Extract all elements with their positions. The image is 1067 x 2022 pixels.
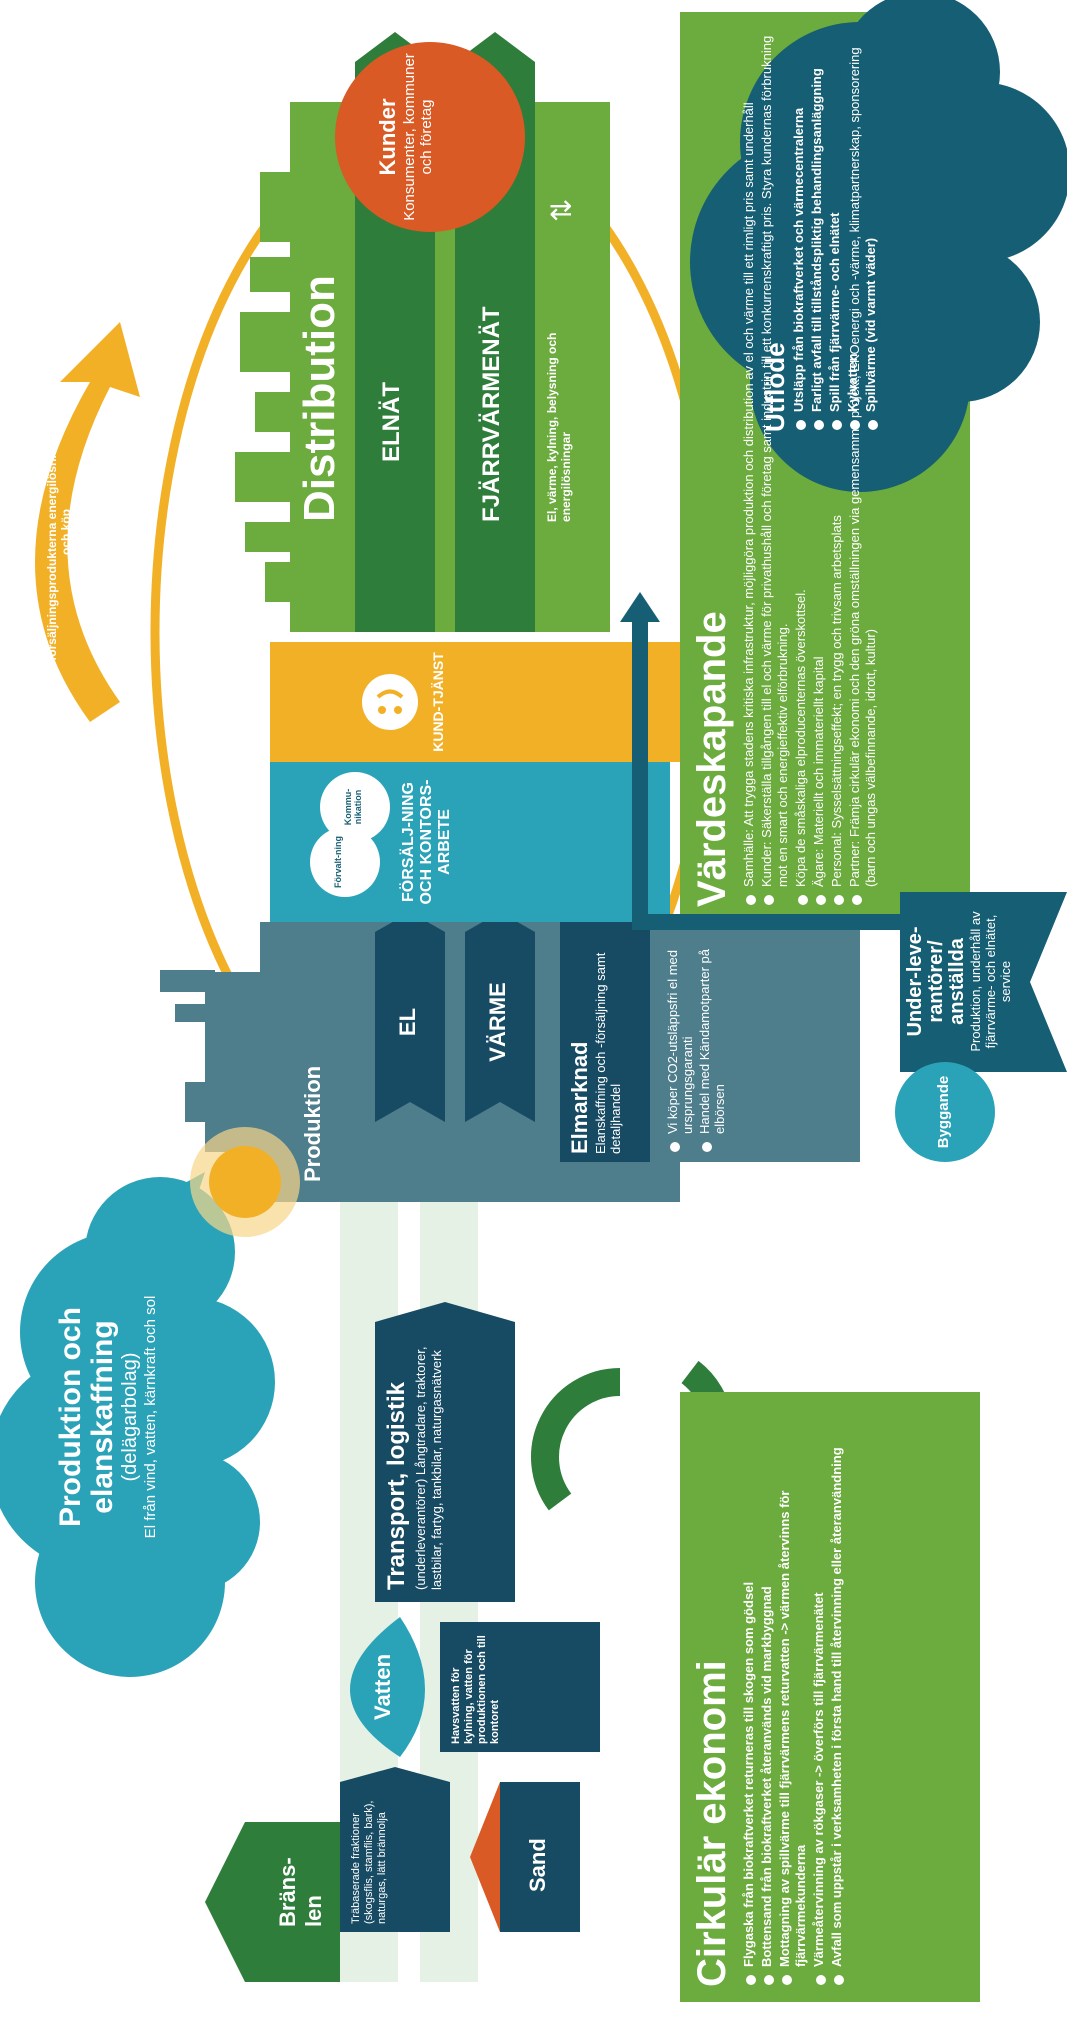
smiley-face: [362, 674, 418, 730]
factory-silhouette: [160, 970, 260, 1152]
uffode-bullets: Utsläpp från biokraftverket och värmecen…: [791, 12, 879, 432]
kunder-circle: [335, 42, 525, 232]
bransle-body: Träbaserade fraktioner (skogsflis, stamf…: [350, 1800, 388, 1924]
varme-chevron: [465, 912, 535, 1122]
transport-title: Transport, logistik: [383, 1381, 410, 1590]
list-item: Flygaska från biokraftverket returneras …: [741, 1402, 757, 1987]
produktion-cloud-subtitle: (delägarbolag): [119, 1352, 141, 1482]
bubble-kommunikation: [320, 772, 390, 842]
underleverantorer-content: Under-leve-rantörer/ anställda Produktio…: [904, 899, 1013, 1064]
up-down-arrows-icon: ⇅: [546, 198, 577, 222]
city-skyline: [235, 172, 295, 602]
fjarrvarme-label: FJÄRRVÄRMENÄT: [478, 306, 505, 522]
forvaltning-bubble-text: Förvalt-ning: [333, 836, 343, 888]
uffode-title: Utflöde: [760, 342, 790, 432]
produktion-cloud-body: El från vind, vatten, kärnkraft och sol: [142, 1295, 159, 1539]
varme-label: VÄRME: [485, 982, 510, 1062]
byggande-label: Byggande: [935, 1075, 952, 1149]
bransle-box: [340, 1782, 450, 1932]
list-item: Samhälle: Att trygga stadens kritiska in…: [741, 27, 757, 907]
bransle-tree: [205, 1822, 340, 1982]
vatten-title: Vatten: [370, 1653, 395, 1721]
cirkular-content: Cirkulär ekonomi Flygaska från biokraftv…: [690, 1402, 847, 1987]
list-item: Kylvatten: [845, 12, 861, 432]
uffode-content: Utflöde Utsläpp från biokraftverket och …: [760, 12, 881, 432]
vatten-drop: [350, 1617, 425, 1757]
transport-box: [375, 1322, 515, 1602]
forsaljning-label: FÖRSÄLJ-NING OCH KONTORS-ARBETE: [400, 779, 453, 905]
elmarknad-subtitle: Elanskaffning och -försäljning samt deta…: [593, 952, 623, 1154]
list-item: Spillvärme (vid varmt väder): [863, 12, 879, 432]
return-arrow: [632, 622, 905, 930]
kunder-text: Kunder Konsumenter, kommuner och företag: [375, 52, 435, 222]
byggande-bubble: [895, 1062, 995, 1162]
list-item: Vi köper CO2-utsläppsfri el med ursprung…: [665, 929, 695, 1154]
distribution-note: El, värme, kylning, belysning och energi…: [545, 332, 573, 522]
list-item: Avfall som uppstår i verksamheten i förs…: [829, 1402, 845, 1987]
elmarknad-title: Elmarknad: [567, 1041, 592, 1155]
list-item: Mottagning av spillvärme till fjärrvärme…: [777, 1402, 809, 1987]
list-item: Farligt avfall till tillståndspliktig be…: [809, 12, 825, 432]
distribution-title: Distribution: [295, 275, 344, 522]
list-item: Handel med Kändamotparter på elbörsen: [697, 929, 727, 1154]
list-item: Värmeåtervinning av rökgaser -> överförs…: [811, 1402, 827, 1987]
produktion-band-label: Produktion: [300, 1065, 325, 1182]
bransle-title: Bräns-len: [275, 1857, 326, 1927]
forsaljningsprodukterna-text: försäljningsprodukterna energilösningar,…: [45, 403, 73, 661]
produktion-cloud-title: Produktion och elanskaffning: [54, 1307, 119, 1527]
transport-text: Transport, logistik (underleverantörer) …: [383, 1330, 445, 1590]
list-item: Bottensand från biokraftverket återanvän…: [759, 1402, 775, 1987]
underleverantorer-title: Under-leve-rantörer/ anställda: [904, 926, 968, 1037]
vardeskapande-title: Värdeskapande: [690, 611, 734, 907]
cirkular-title: Cirkulär ekonomi: [690, 1660, 734, 1987]
elmarknad-bullets: Vi köper CO2-utsläppsfri el med ursprung…: [665, 929, 729, 1154]
bubble-forvaltning: [310, 827, 380, 897]
kunder-body: Konsumenter, kommuner och företag: [401, 53, 435, 221]
sand-title: Sand: [525, 1838, 550, 1892]
el-chevron: [375, 912, 445, 1122]
list-item: Spill från fjärrvärme- och elnätet: [827, 12, 843, 432]
elnat-label: ELNÄT: [378, 382, 405, 462]
production-cloud-shape: [0, 1177, 275, 1677]
produktion-cloud-text: Produktion och elanskaffning (delägarbol…: [54, 1252, 159, 1582]
kunder-title: Kunder: [375, 98, 400, 176]
underleverantorer-body: Produktion, underhåll av fjärrvärme- och…: [968, 911, 1013, 1052]
elmarknad-header: Elmarknad Elanskaffning och -försäljning…: [567, 929, 623, 1154]
sun: [209, 1146, 281, 1218]
kundtjanst-box: [270, 642, 680, 762]
elmarknad-title-box: [560, 922, 660, 1162]
el-label: EL: [395, 1007, 420, 1037]
list-item: Utsläpp från biokraftverket och värmecen…: [791, 12, 807, 432]
transport-body: (underleverantörer) Långtradare, traktor…: [413, 1346, 444, 1590]
forsaljningsprodukterna-arrow: [35, 322, 140, 722]
underleverantorer-ribbon: [900, 892, 1067, 1072]
kommunikation-bubble-text: Kommu-nikation: [343, 788, 363, 826]
vatten-body: Havsvatten för kylning, vatten för produ…: [450, 1635, 501, 1744]
kundtjanst-label: KUND-TJÄNST: [430, 652, 446, 752]
cirkular-bullets: Flygaska från biokraftverket returneras …: [741, 1402, 845, 1987]
sand-box: [500, 1782, 580, 1932]
vatten-box: [440, 1622, 600, 1752]
